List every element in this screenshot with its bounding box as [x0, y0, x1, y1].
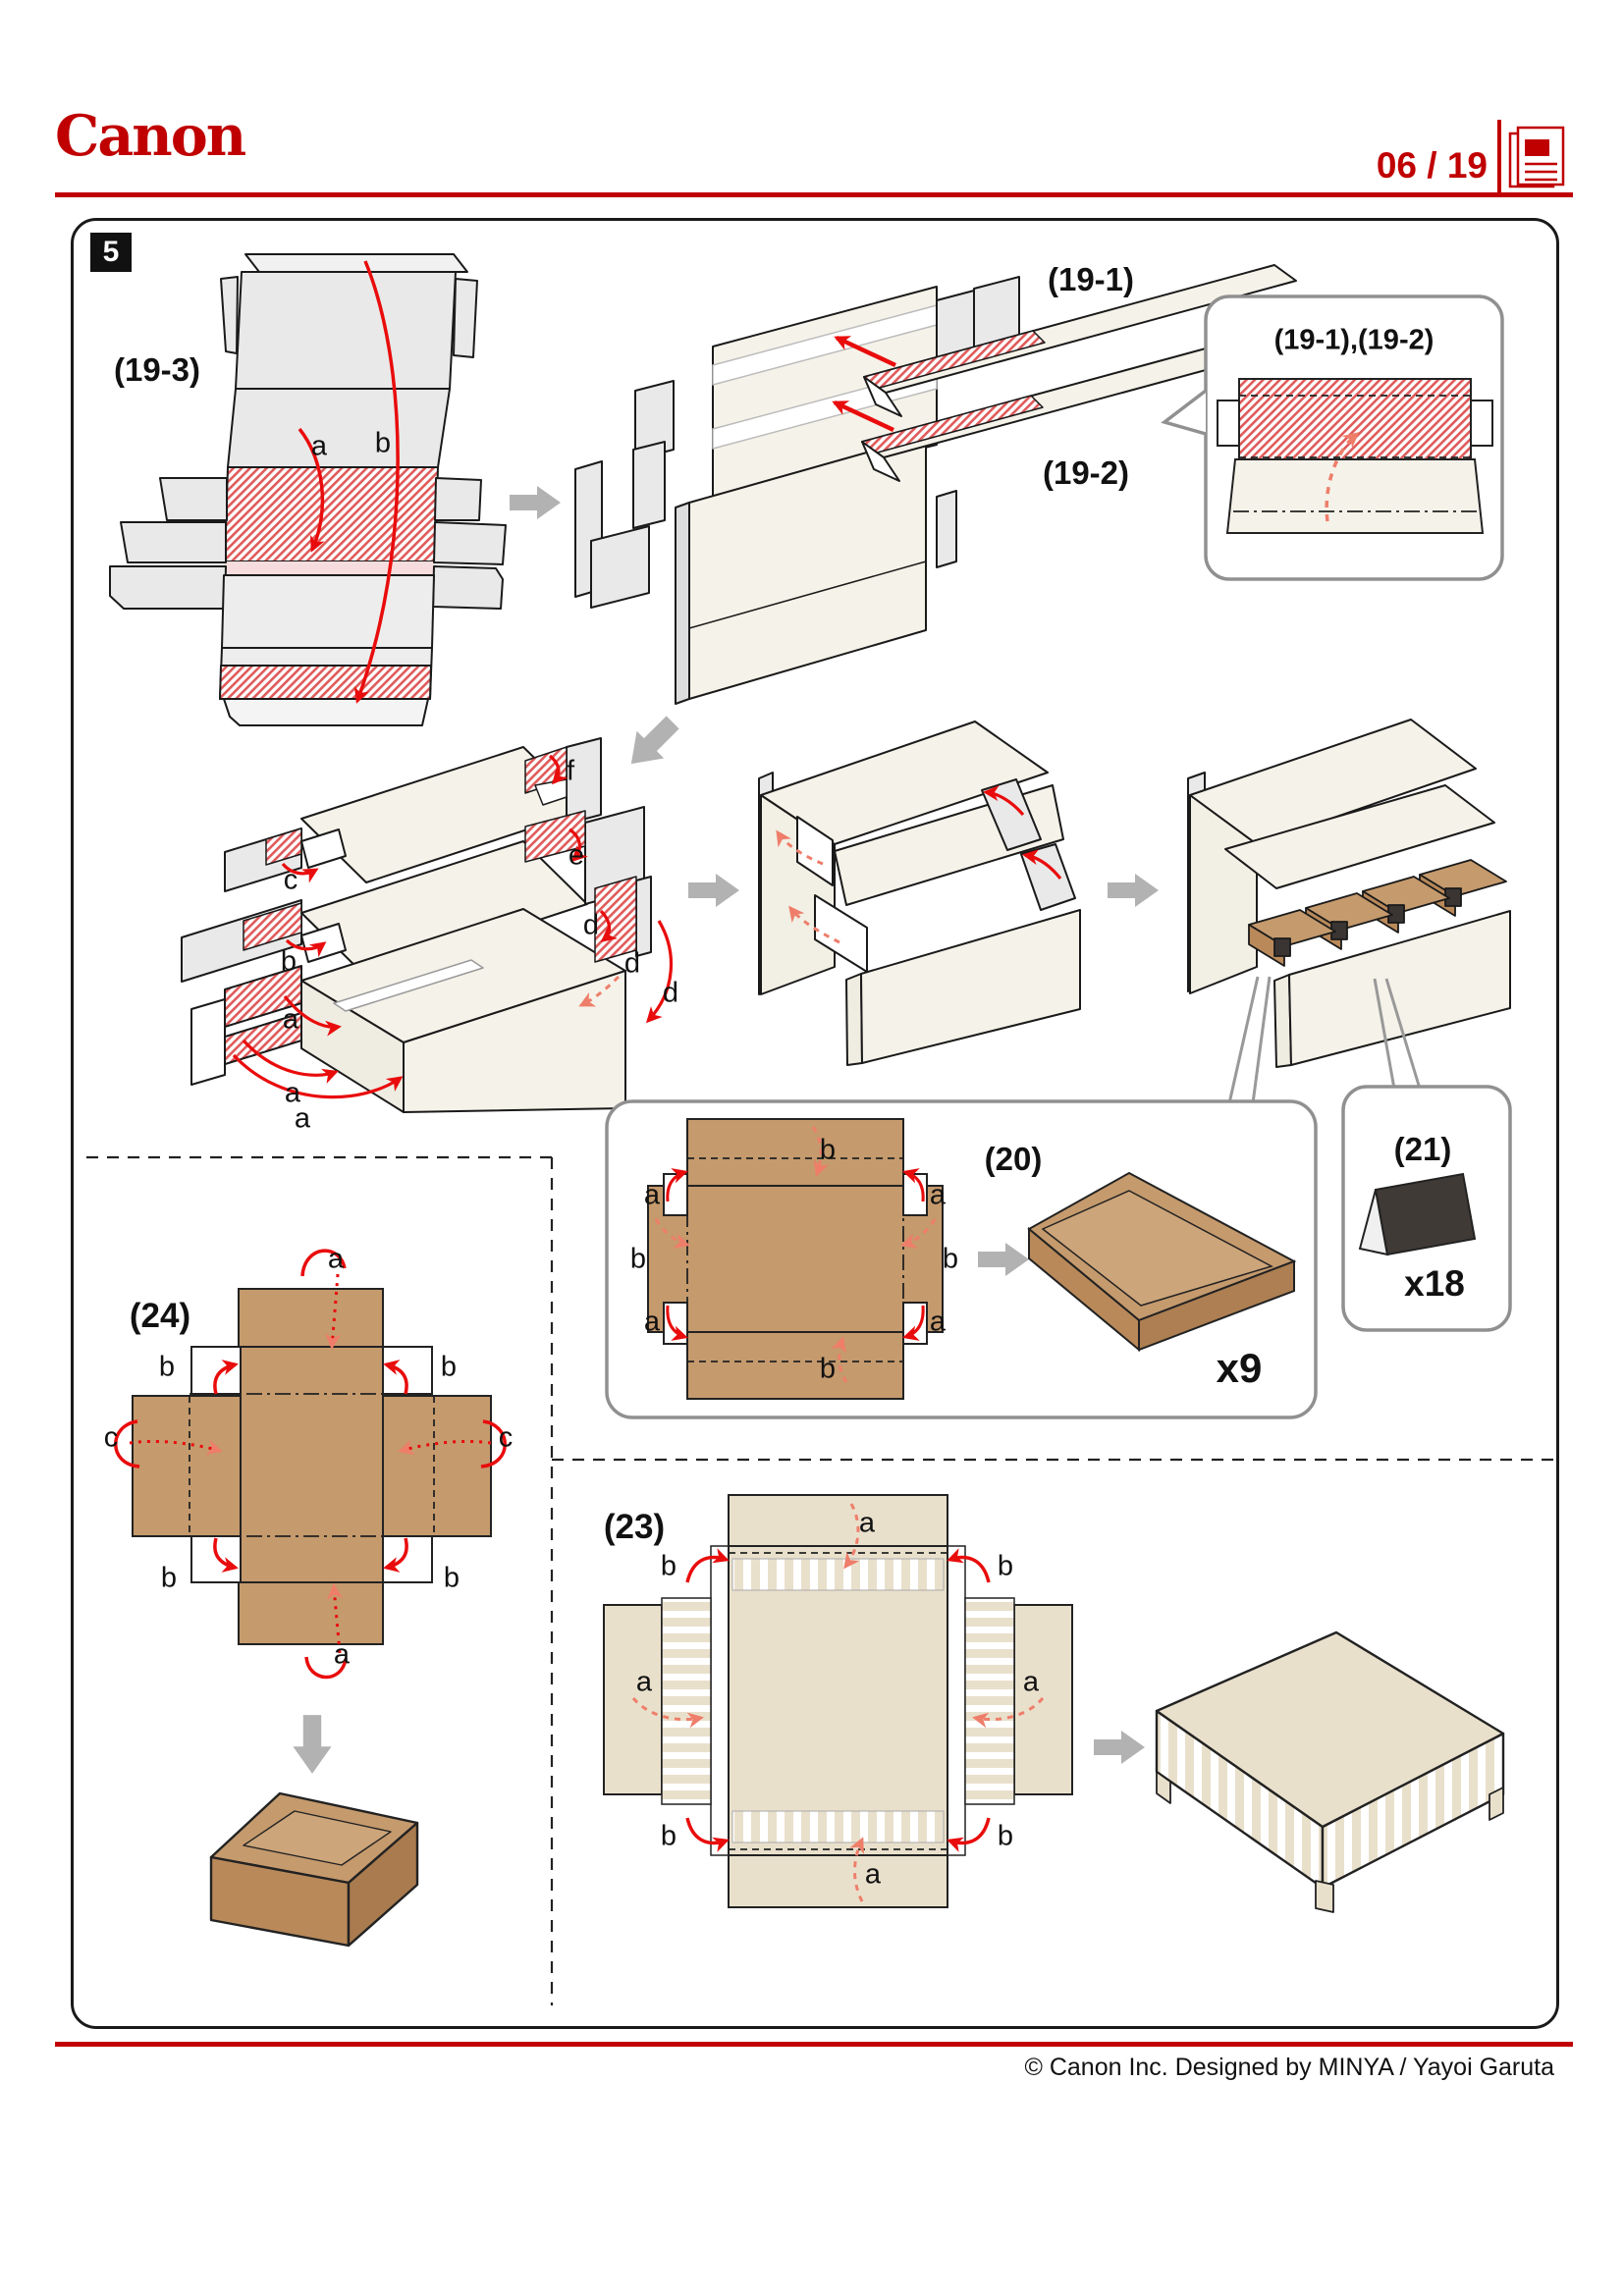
fold-label: a — [294, 1102, 311, 1135]
diagram-stand-fold — [758, 721, 1081, 1066]
fold-label: a — [310, 430, 328, 462]
step-arrow-icon — [1094, 1731, 1145, 1764]
diagram-23-table — [1155, 1630, 1505, 1913]
fold-label: a — [635, 1666, 653, 1698]
fold-label: d — [582, 909, 600, 941]
footer-rule — [55, 2042, 1573, 2047]
fold-label: d — [662, 977, 679, 1009]
callout-21 — [1341, 1085, 1512, 1332]
callout-20 — [605, 1099, 1318, 1419]
canon-logo: Canon — [55, 103, 246, 169]
fold-label: b — [280, 945, 298, 978]
fold-label: b — [160, 1562, 178, 1594]
fold-label: c — [498, 1421, 514, 1454]
diagram-exploded — [181, 737, 674, 1113]
fold-label: b — [374, 427, 392, 459]
diagram-24 — [114, 1249, 507, 1680]
fold-label: a — [643, 1179, 661, 1211]
fold-label: f — [566, 755, 575, 787]
title-23: (23) — [603, 1508, 666, 1546]
fold-label: d — [623, 947, 641, 980]
fold-label: b — [443, 1562, 460, 1594]
fold-label: b — [997, 1820, 1014, 1852]
fold-label: a — [284, 1077, 301, 1109]
fold-label: b — [819, 1353, 837, 1385]
fold-label: a — [929, 1179, 947, 1211]
fold-label: a — [929, 1306, 947, 1338]
section-separators — [86, 1155, 1554, 2005]
callout-19-title: (19-1),(19-2) — [1273, 324, 1435, 356]
title-19-1: (19-1) — [1047, 261, 1135, 297]
fold-label: a — [1022, 1666, 1040, 1698]
fold-label: b — [158, 1351, 176, 1383]
fold-label: b — [942, 1243, 959, 1275]
step-number: 5 — [102, 236, 120, 268]
fold-label: b — [629, 1243, 647, 1275]
title-21: (21) — [1393, 1131, 1452, 1167]
diagram-23 — [603, 1494, 1073, 1908]
fold-label: b — [819, 1134, 837, 1166]
count-x18: x18 — [1404, 1263, 1465, 1304]
step-arrow-icon — [510, 486, 561, 519]
fold-label: a — [864, 1858, 882, 1891]
fold-label: a — [643, 1306, 661, 1338]
copyright-text: © Canon Inc. Designed by MINYA / Yayoi G… — [1024, 2054, 1554, 2081]
title-24: (24) — [129, 1297, 191, 1335]
diagram-24-box — [209, 1791, 419, 1948]
header-rule — [55, 120, 1573, 197]
diagram-stand-trays — [1187, 719, 1511, 1104]
diagram-19-3 — [109, 253, 507, 726]
fold-label: c — [103, 1421, 119, 1454]
title-19-2: (19-2) — [1042, 454, 1130, 491]
step-arrow-icon — [618, 709, 686, 777]
step-arrow-icon — [293, 1715, 332, 1774]
count-x9: x9 — [1216, 1345, 1263, 1391]
fold-label: e — [568, 839, 585, 872]
fold-label: a — [282, 1003, 299, 1036]
step-arrow-icon — [688, 874, 739, 907]
pages-icon — [1508, 126, 1565, 188]
fold-label: b — [440, 1351, 458, 1383]
page-indicator: 06 / 19 — [1376, 145, 1488, 186]
step-arrow-icon — [1108, 874, 1159, 907]
title-20: (20) — [984, 1141, 1043, 1177]
title-19-3: (19-3) — [113, 351, 201, 388]
callout-19 — [1161, 294, 1504, 581]
fold-label: b — [997, 1550, 1014, 1582]
fold-label: b — [660, 1820, 677, 1852]
fold-label: a — [327, 1243, 345, 1275]
step-number-badge: 5 — [90, 233, 132, 272]
diagram-insertion — [574, 264, 1297, 705]
fold-label: a — [858, 1507, 876, 1539]
fold-label: c — [283, 864, 298, 896]
fold-label: a — [333, 1638, 351, 1671]
fold-label: b — [660, 1550, 677, 1582]
